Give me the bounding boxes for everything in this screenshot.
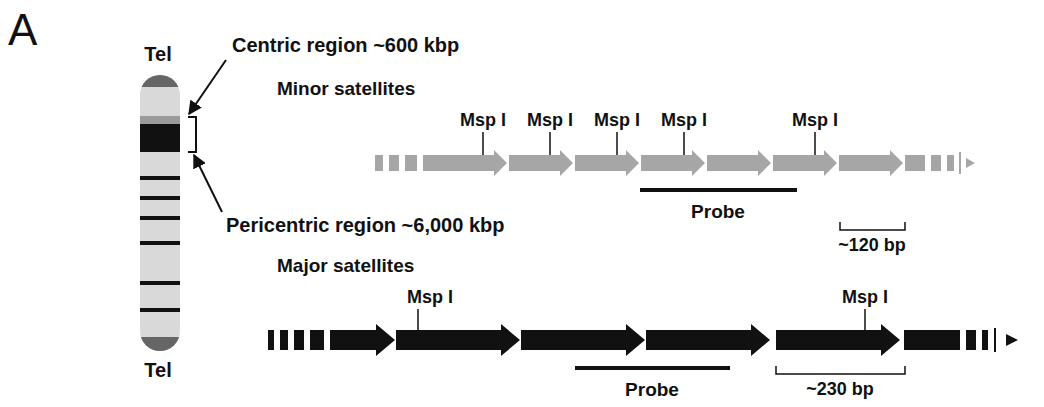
probe-label: Probe (691, 202, 745, 221)
chromosome-band (140, 308, 180, 312)
site-label: Msp I (407, 288, 453, 306)
size-bracket (776, 366, 905, 374)
satellite-arrow (707, 150, 771, 176)
satellite-arrow (641, 150, 705, 176)
region-label: Centric region ~600 kbp (232, 35, 459, 55)
dash (310, 330, 324, 350)
site-label: Msp I (460, 111, 506, 129)
chromosome-band (140, 196, 180, 200)
msp-tick (417, 309, 419, 330)
satellite-arrow (575, 150, 639, 176)
msp-tick (616, 132, 618, 155)
dash (405, 155, 417, 171)
msp-tick (482, 132, 484, 155)
minor-satellite-array (375, 150, 975, 176)
satellite-arrow (646, 324, 770, 356)
satellite-arrow (509, 150, 573, 176)
chromosome-body (140, 75, 180, 351)
leader-arrow (189, 60, 226, 114)
pericentric-band (140, 124, 180, 152)
dash (294, 330, 304, 350)
array-title: Minor satellites (277, 79, 415, 98)
msp-sites (418, 309, 865, 330)
msp-sites (483, 132, 815, 155)
leader-arrow (194, 155, 222, 212)
region-bracket (188, 117, 196, 152)
satellite-arrow (521, 324, 645, 356)
satellite-arrow (330, 324, 395, 356)
satellite-arrow (396, 324, 520, 356)
satellite-arrow (776, 324, 900, 356)
probe-bar (640, 188, 797, 192)
dash (905, 155, 925, 171)
array-title: Major satellites (277, 256, 414, 275)
dash (904, 330, 960, 350)
probe-label: Probe (625, 380, 679, 399)
chromosome-band (140, 176, 180, 180)
telomere-cap (140, 75, 180, 87)
site-label: Msp I (594, 111, 640, 129)
dash (959, 152, 961, 174)
panel-letter: A (8, 8, 37, 52)
array-end (1006, 334, 1018, 346)
size-label: ~120 bp (838, 236, 906, 254)
probe-bar (575, 366, 730, 370)
major-satellite-array (268, 324, 1018, 356)
centric-band (140, 116, 180, 124)
dash (947, 155, 954, 171)
dash (268, 330, 274, 350)
size-label: ~230 bp (806, 380, 874, 398)
chromosome-band (140, 216, 180, 220)
chromosome-band (140, 241, 180, 245)
dash (389, 155, 399, 171)
site-label: Msp I (527, 111, 573, 129)
chromosome (140, 75, 180, 351)
size-bracket (840, 222, 905, 230)
msp-tick (683, 132, 685, 155)
satellite-arrow (443, 150, 507, 176)
satellite-arrow (773, 150, 837, 176)
region-label: Pericentric region ~6,000 kbp (226, 215, 504, 235)
dash (994, 328, 996, 352)
msp-tick (549, 132, 551, 155)
dash (423, 155, 443, 171)
satellite-arrow (839, 150, 903, 176)
dash (982, 330, 988, 350)
site-label: Msp I (661, 111, 707, 129)
chromosome-band (140, 281, 180, 285)
telomere-cap (140, 337, 180, 351)
dash (966, 330, 976, 350)
site-label: Msp I (842, 288, 888, 306)
dash (931, 155, 941, 171)
msp-tick (814, 132, 816, 155)
dash (280, 330, 288, 350)
telomere-label: Tel (144, 360, 171, 380)
dash (375, 155, 383, 171)
array-end (966, 158, 975, 168)
telomere-label: Tel (144, 44, 171, 64)
site-label: Msp I (792, 111, 838, 129)
msp-tick (864, 309, 866, 330)
